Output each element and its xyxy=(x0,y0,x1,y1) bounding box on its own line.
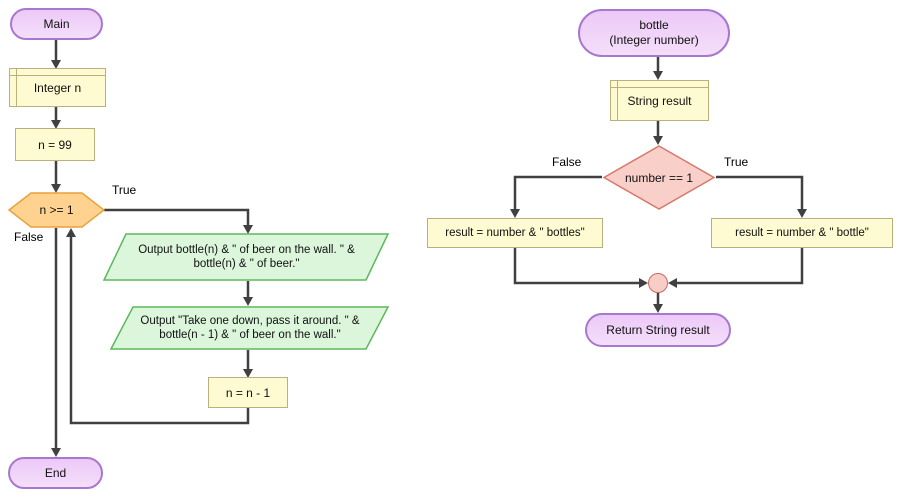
declare-top-line xyxy=(611,87,708,88)
output-1-parallelogram[interactable]: Output bottle(n) & " of beer on the wall… xyxy=(103,233,390,281)
declare-n-box[interactable]: Integer n xyxy=(9,68,106,107)
bottle-terminal-text: bottle (Integer number) xyxy=(609,18,698,48)
hexagon-shape xyxy=(8,192,105,228)
true-assign-box[interactable]: result = number & " bottle" xyxy=(711,218,893,248)
bottle-start-terminal[interactable]: bottle (Integer number) xyxy=(578,9,730,57)
loop-false-label: False xyxy=(14,230,44,244)
loop-condition-hexagon[interactable]: n >= 1 xyxy=(8,192,105,228)
main-end-label: End xyxy=(44,466,67,480)
declare-left-line xyxy=(16,69,17,106)
decision-false-label: False xyxy=(552,155,582,169)
decision-diamond[interactable]: number == 1 xyxy=(602,145,716,210)
bottle-function-params: (Integer number) xyxy=(609,33,699,47)
assign-init-text: n = 99 xyxy=(38,137,72,152)
merge-connector-circle[interactable] xyxy=(648,273,668,293)
main-start-terminal[interactable]: Main xyxy=(10,8,103,40)
output-1-text: Output bottle(n) & " of beer on the wall… xyxy=(138,244,355,270)
declare-left-line xyxy=(617,81,618,120)
parallelogram-shape xyxy=(103,233,390,281)
main-start-label: Main xyxy=(43,17,70,31)
false-assign-box[interactable]: result = number & " bottles" xyxy=(427,218,603,248)
loop-true-label: True xyxy=(112,183,137,197)
declare-result-box[interactable]: String result xyxy=(610,80,709,121)
declare-top-line xyxy=(10,75,105,76)
output-2-parallelogram[interactable]: Output "Take one down, pass it around. "… xyxy=(110,306,390,350)
declare-result-text: String result xyxy=(627,93,692,108)
arrowheads xyxy=(51,60,807,457)
assign-init-box[interactable]: n = 99 xyxy=(15,128,95,161)
diamond-shape xyxy=(602,145,716,210)
parallelogram-shape xyxy=(110,306,390,350)
return-text: Return String result xyxy=(606,323,710,337)
bottle-function-name: bottle xyxy=(639,18,669,32)
decision-condition-text: number == 1 xyxy=(624,170,694,185)
output-2-text: Output "Take one down, pass it around. "… xyxy=(140,315,360,341)
loop-condition-text: n >= 1 xyxy=(39,203,74,217)
assign-decrement-box[interactable]: n = n - 1 xyxy=(208,377,288,408)
true-assign-text: result = number & " bottle" xyxy=(735,227,869,239)
return-terminal[interactable]: Return String result xyxy=(585,313,731,347)
assign-decrement-text: n = n - 1 xyxy=(225,385,271,400)
main-end-terminal[interactable]: End xyxy=(8,457,103,489)
declare-n-text: Integer n xyxy=(33,80,82,95)
decision-true-label: True xyxy=(724,155,749,169)
false-assign-text: result = number & " bottles" xyxy=(445,227,585,239)
